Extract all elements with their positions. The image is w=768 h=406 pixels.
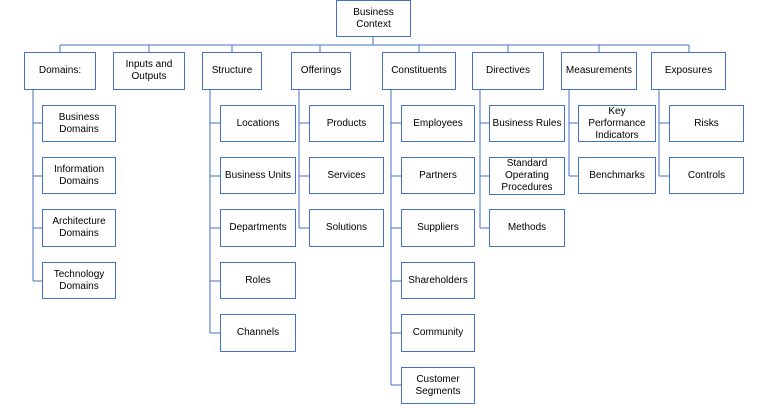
node-channels: Channels bbox=[220, 314, 296, 352]
node-technology-domains: Technology Domains bbox=[42, 262, 116, 299]
root-node: Business Context bbox=[336, 0, 411, 37]
node-services: Services bbox=[309, 157, 384, 194]
node-business-rules: Business Rules bbox=[489, 105, 565, 142]
node-customer-segments: Customer Segments bbox=[401, 367, 475, 404]
node-standard-operating-procedures: Standard Operating Procedures bbox=[489, 157, 565, 195]
node-products: Products bbox=[309, 105, 384, 142]
category-constituents: Constituents bbox=[382, 52, 456, 90]
node-business-domains: Business Domains bbox=[42, 105, 116, 142]
category-inputs-outputs: Inputs and Outputs bbox=[113, 52, 185, 90]
node-locations: Locations bbox=[220, 105, 296, 142]
node-controls: Controls bbox=[669, 157, 744, 194]
node-benchmarks: Benchmarks bbox=[578, 157, 656, 194]
node-information-domains: Information Domains bbox=[42, 157, 116, 194]
node-risks: Risks bbox=[669, 105, 744, 142]
node-suppliers: Suppliers bbox=[401, 209, 475, 247]
node-employees: Employees bbox=[401, 105, 475, 142]
category-exposures: Exposures bbox=[651, 52, 726, 90]
node-methods: Methods bbox=[489, 209, 565, 247]
category-directives: Directives bbox=[472, 52, 544, 90]
node-partners: Partners bbox=[401, 157, 475, 194]
category-offerings: Offerings bbox=[291, 52, 351, 90]
node-architecture-domains: Architecture Domains bbox=[42, 209, 116, 247]
node-community: Community bbox=[401, 314, 475, 352]
node-business-units: Business Units bbox=[220, 157, 296, 194]
node-shareholders: Shareholders bbox=[401, 262, 475, 299]
category-measurements: Measurements bbox=[561, 52, 637, 90]
node-roles: Roles bbox=[220, 262, 296, 299]
category-domains: Domains: bbox=[24, 52, 96, 90]
node-solutions: Solutions bbox=[309, 209, 384, 247]
category-structure: Structure bbox=[202, 52, 262, 90]
node-key-performance-indicators: Key Performance Indicators bbox=[578, 105, 656, 142]
node-departments: Departments bbox=[220, 209, 296, 247]
